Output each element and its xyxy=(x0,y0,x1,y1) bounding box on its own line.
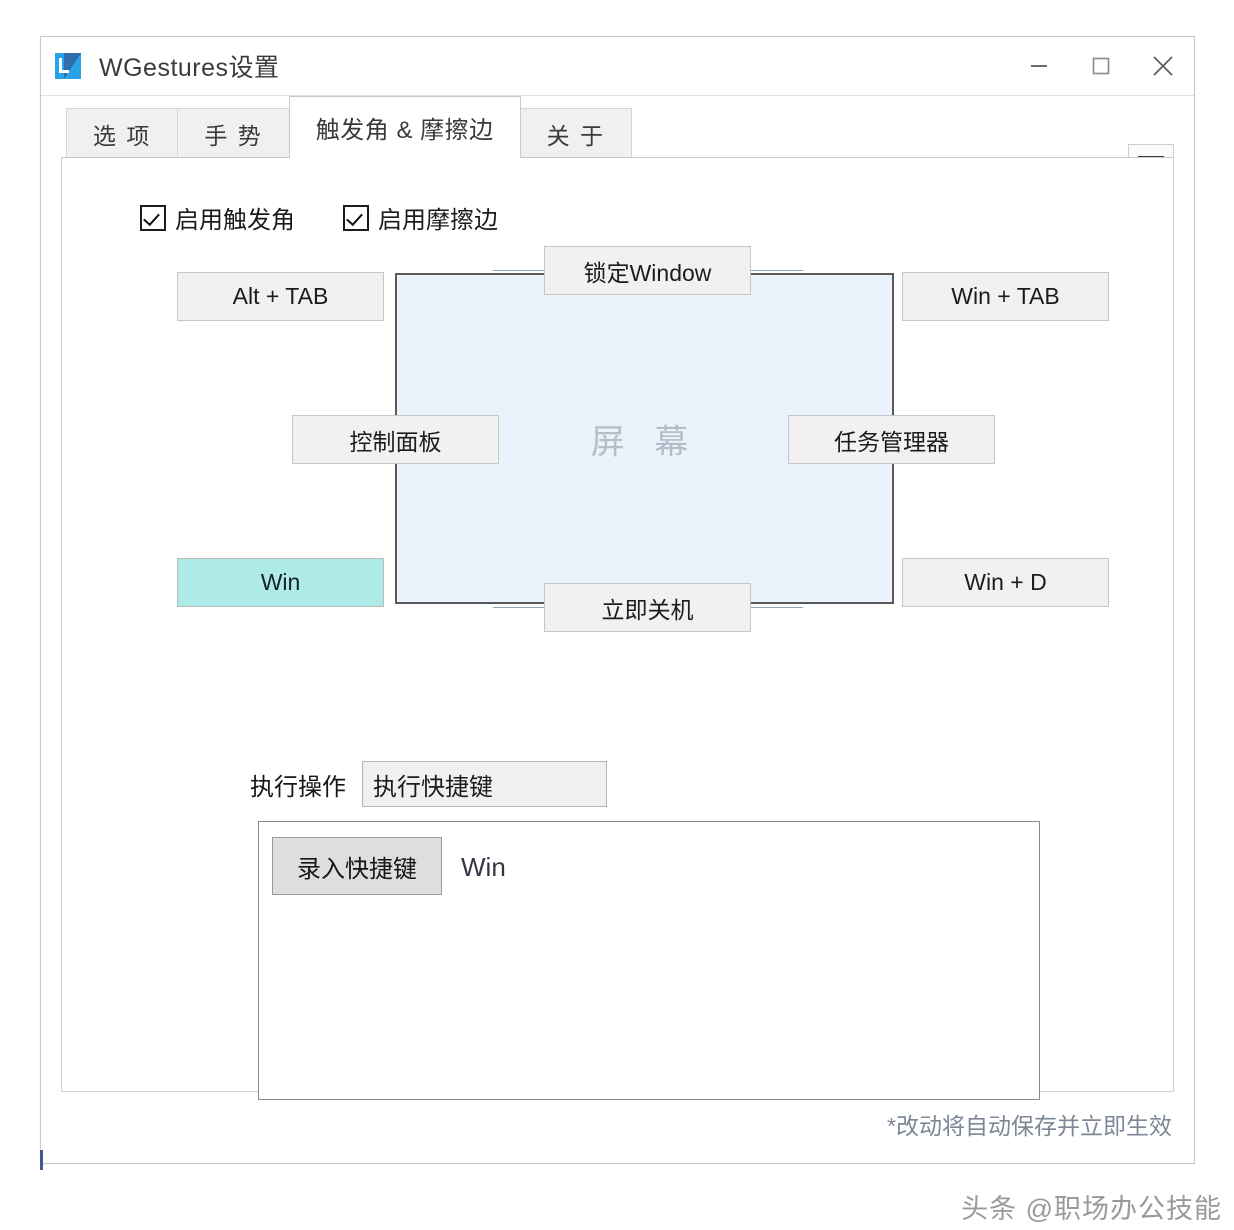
action-label: 执行操作 xyxy=(250,773,346,801)
wgestures-logo-icon xyxy=(55,51,85,81)
application-window: WGestures设置 xyxy=(40,36,1195,1164)
enable-edges-label: 启用摩擦边 xyxy=(378,207,498,234)
tab-options[interactable]: 选 项 xyxy=(66,108,179,158)
hotcorner-bottom-left-button[interactable]: Win xyxy=(177,558,384,607)
connector-top-2 xyxy=(751,270,803,271)
record-shortcut-button[interactable]: 录入快捷键 xyxy=(272,837,442,895)
connector-top xyxy=(493,270,545,271)
hotcorner-top-right-button[interactable]: Win + TAB xyxy=(902,272,1109,321)
maximize-button[interactable] xyxy=(1070,37,1132,95)
screen-center-label: 屏 幕 xyxy=(590,423,699,461)
tab-hotcorners-edges[interactable]: 触发角 & 摩擦边 xyxy=(288,96,521,158)
watermark: 头条 @职场办公技能 xyxy=(961,1194,1222,1224)
action-select-value: 执行快捷键 xyxy=(373,773,493,801)
checkbox-checked-icon xyxy=(343,204,369,231)
left-edge-marker xyxy=(40,1150,43,1170)
enable-edges-checkbox[interactable]: 启用摩擦边 xyxy=(343,200,498,235)
close-button[interactable] xyxy=(1132,37,1194,95)
hotcorner-bottom-right-button[interactable]: Win + D xyxy=(902,558,1109,607)
edge-top-button[interactable]: 锁定Window xyxy=(544,246,751,295)
tab-strip: 选 项 手 势 触发角 & 摩擦边 关 于 xyxy=(66,96,633,158)
screen-diagram: 屏 幕 Alt + TAB Win + TAB Win Win + D 锁定Wi… xyxy=(62,246,1173,678)
checkbox-row: 启用触发角 启用摩擦边 xyxy=(140,200,498,235)
minimize-button[interactable] xyxy=(1008,37,1070,95)
connector-bottom xyxy=(493,607,545,608)
enable-hotcorners-checkbox[interactable]: 启用触发角 xyxy=(140,200,295,235)
window-controls xyxy=(1008,37,1194,95)
checkbox-checked-icon xyxy=(140,204,166,231)
title-bar: WGestures设置 xyxy=(41,37,1194,96)
connector-bottom-2 xyxy=(751,607,803,608)
edge-right-button[interactable]: 任务管理器 xyxy=(788,415,995,464)
shortcut-value: Win xyxy=(461,852,506,882)
edge-bottom-button[interactable]: 立即关机 xyxy=(544,583,751,632)
minimize-icon xyxy=(1031,65,1047,67)
tab-bar: 选 项 手 势 触发角 & 摩擦边 关 于 xyxy=(41,96,1194,190)
maximize-icon xyxy=(1092,57,1110,75)
tab-about[interactable]: 关 于 xyxy=(519,108,633,158)
action-select[interactable]: 执行快捷键 xyxy=(362,761,607,807)
close-icon xyxy=(1153,56,1173,76)
edge-left-button[interactable]: 控制面板 xyxy=(292,415,499,464)
enable-hotcorners-label: 启用触发角 xyxy=(175,207,295,234)
action-row: 执行操作 执行快捷键 xyxy=(250,761,607,807)
autosave-note: *改动将自动保存并立即生效 xyxy=(887,1113,1172,1139)
hotcorner-top-left-button[interactable]: Alt + TAB xyxy=(177,272,384,321)
tab-content-panel: 启用触发角 启用摩擦边 屏 幕 xyxy=(61,157,1174,1100)
window-title: WGestures设置 xyxy=(99,54,280,82)
tab-gestures[interactable]: 手 势 xyxy=(177,108,290,158)
shortcut-panel: 录入快捷键 Win xyxy=(258,821,1040,1100)
